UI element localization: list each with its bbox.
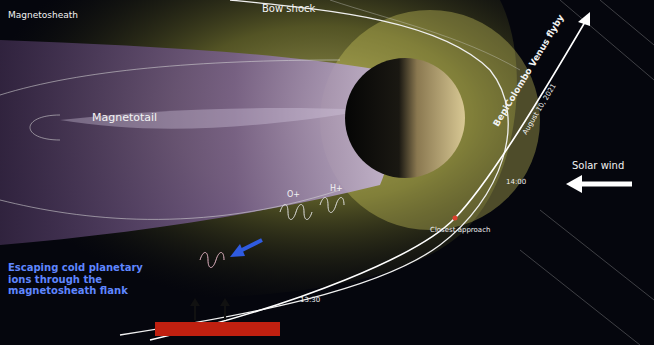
- region-label: Magnetosheath: [8, 10, 78, 20]
- region-label: Bow shock: [262, 3, 315, 15]
- time-label: 14:00: [506, 178, 526, 186]
- ion-label: O+: [287, 190, 300, 199]
- ion-label: H+: [330, 184, 343, 193]
- time-label: 13:30: [300, 296, 320, 304]
- ion-escape-note: Escaping cold planetary ions through the…: [8, 262, 158, 297]
- flow-label: Solar wind: [572, 160, 624, 172]
- region-label: Magnetotail: [92, 112, 157, 125]
- event-label: Closest approach: [430, 226, 490, 234]
